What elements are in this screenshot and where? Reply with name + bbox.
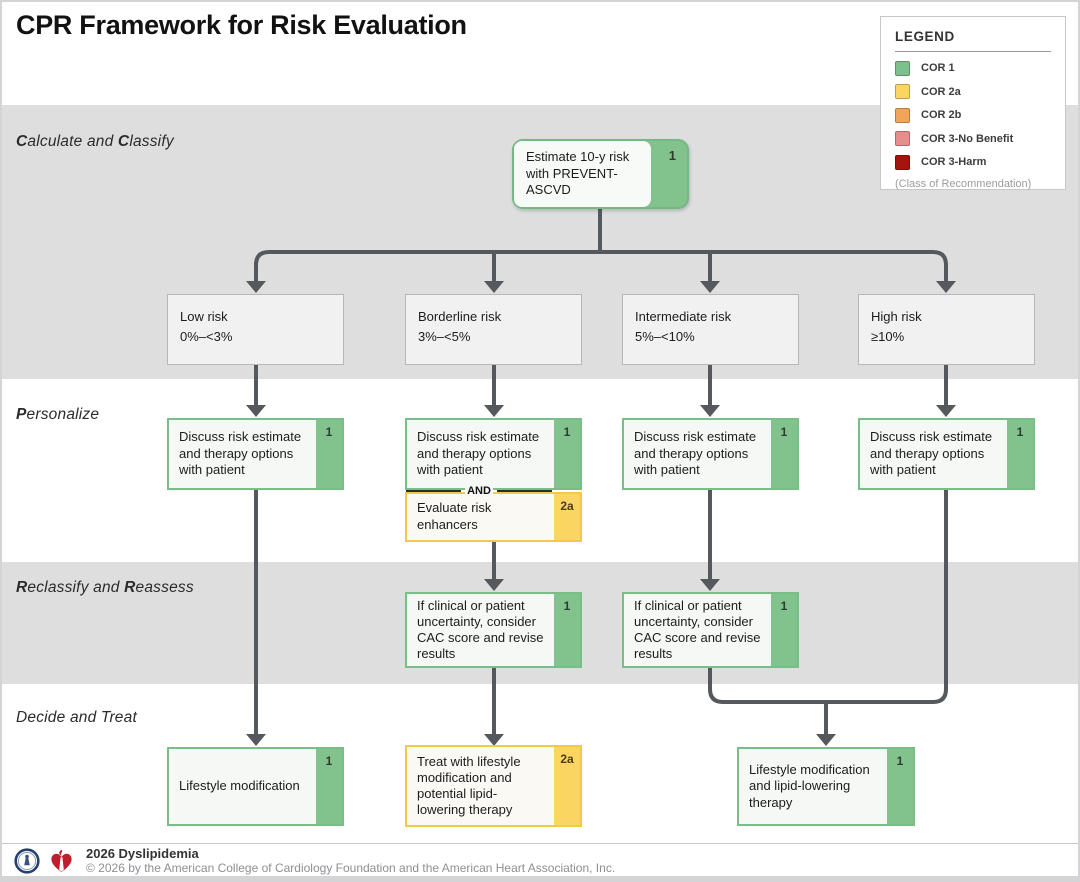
flow-box-discuss-low: Discuss risk estimate and therapy option…	[167, 418, 344, 490]
legend-title: LEGEND	[895, 29, 955, 44]
legend-divider	[895, 51, 1051, 52]
cor-tag: 1	[554, 420, 580, 488]
legend-item-cor2a: COR 2a	[895, 84, 1051, 99]
flow-box-text: Discuss risk estimate and therapy option…	[417, 429, 540, 478]
section-label-bold: R	[124, 579, 136, 596]
section-label-text: lassify	[129, 133, 174, 150]
section-label-bold: R	[16, 579, 28, 596]
section-label-text: alculate and	[27, 133, 118, 150]
legend-panel: LEGEND COR 1 COR 2a COR 2b COR 3-No Bene…	[880, 16, 1066, 190]
section-label-calculate-and-classify: Calculate and Classify	[16, 133, 174, 151]
cor-tag: 1	[554, 594, 580, 666]
footer-copyright: © 2026 by the American College of Cardio…	[86, 860, 616, 875]
flow-box-text: Discuss risk estimate and therapy option…	[179, 429, 302, 478]
risk-title: Borderline risk	[418, 309, 502, 324]
cor-tag: 1	[771, 594, 797, 666]
footer: 2026 Dyslipidemia © 2026 by the American…	[2, 843, 1078, 876]
flow-box-lifestyle-modification: Lifestyle modification 1	[167, 747, 344, 826]
flow-box-low-risk: Low risk 0%–<3%	[167, 294, 344, 365]
cor1-swatch-icon	[895, 60, 910, 76]
legend-item-cor3-harm: COR 3-Harm	[895, 154, 1051, 170]
legend-item-label: COR 3-Harm	[921, 156, 987, 168]
risk-title: High risk	[871, 309, 922, 324]
legend-item-label: COR 3-No Benefit	[921, 132, 1014, 145]
flow-box-text: If clinical or patient uncertainty, cons…	[634, 597, 761, 662]
acc-logo-icon	[14, 848, 40, 874]
cor-tag: 1	[771, 420, 797, 488]
flow-box-discuss-high: Discuss risk estimate and therapy option…	[858, 418, 1035, 490]
flow-box-text: Estimate 10-y risk with PREVENT-ASCVD	[514, 141, 651, 207]
flow-box-discuss-borderline: Discuss risk estimate and therapy option…	[405, 418, 582, 490]
section-label-bold: C	[117, 133, 130, 150]
cor-tag: 1	[316, 420, 342, 488]
risk-title: Low risk	[180, 309, 228, 324]
footer-text: 2026 Dyslipidemia © 2026 by the American…	[86, 845, 616, 876]
and-connector: AND	[406, 484, 552, 497]
cor3-harm-swatch-icon	[895, 154, 910, 170]
footer-program: 2026 Dyslipidemia	[86, 845, 199, 861]
aha-heart-torch-logo-icon	[51, 849, 72, 872]
section-label-text: Decide and Treat	[16, 709, 137, 726]
flow-box-lifestyle-and-lipid-lowering: Lifestyle modification and lipid-lowerin…	[737, 747, 915, 826]
legend-item-label: COR 2a	[921, 85, 961, 98]
flow-box-evaluate-risk-enhancers: Evaluate risk enhancers 2a	[405, 492, 582, 542]
flow-box-estimate-risk: Estimate 10-y risk with PREVENT-ASCVD 1	[512, 139, 689, 209]
flow-box-intermediate-risk: Intermediate risk 5%–<10%	[622, 294, 799, 365]
cor-tag: 1	[887, 749, 913, 824]
flow-box-cac-borderline: If clinical or patient uncertainty, cons…	[405, 592, 582, 668]
flow-box-treat-lifestyle-lipid-lowering: Treat with lifestyle modification and po…	[405, 745, 582, 827]
legend-item-cor2b: COR 2b	[895, 107, 1051, 123]
page-title: CPR Framework for Risk Evaluation	[16, 10, 467, 40]
cor-tag: 2a	[554, 494, 580, 540]
cor-tag: 1	[1007, 420, 1033, 488]
risk-range: ≥10%	[871, 328, 905, 344]
section-label-reclassify-and-reassess: Reclassify and Reassess	[16, 579, 194, 597]
legend-item-cor1: COR 1	[895, 60, 1051, 76]
flow-box-text: Lifestyle modification and lipid-lowerin…	[749, 761, 870, 810]
legend-item-label: COR 2b	[921, 109, 962, 121]
legend-item-cor3-no-benefit: COR 3-No Benefit	[895, 131, 1051, 146]
section-label-personalize: Personalize	[16, 406, 99, 424]
flow-box-cac-intermediate: If clinical or patient uncertainty, cons…	[622, 592, 799, 668]
cor2a-swatch-icon	[895, 84, 910, 99]
cor-tag: 1	[316, 749, 342, 824]
section-label-text: eassess	[135, 579, 194, 596]
flow-box-text: Lifestyle modification	[179, 778, 300, 794]
section-label-text: ersonalize	[26, 406, 100, 423]
risk-range: 3%–<5%	[418, 328, 471, 344]
section-label-decide-and-treat: Decide and Treat	[16, 709, 137, 727]
cor2b-swatch-icon	[895, 107, 910, 123]
flow-box-text: Treat with lifestyle modification and po…	[417, 753, 521, 818]
cor-tag: 1	[668, 148, 676, 163]
risk-range: 5%–<10%	[635, 328, 695, 344]
flow-box-text: Evaluate risk enhancers	[417, 500, 492, 532]
and-label: AND	[465, 484, 493, 497]
flow-box-high-risk: High risk ≥10%	[858, 294, 1035, 365]
cor3-no-benefit-swatch-icon	[895, 131, 910, 146]
legend-note: (Class of Recommendation)	[895, 178, 1032, 190]
flow-box-borderline-risk: Borderline risk 3%–<5%	[405, 294, 582, 365]
flow-box-text: If clinical or patient uncertainty, cons…	[417, 597, 544, 662]
flow-box-text: Discuss risk estimate and therapy option…	[634, 429, 757, 478]
risk-title: Intermediate risk	[635, 309, 732, 324]
and-dash-left	[406, 489, 462, 492]
risk-range: 0%–<3%	[180, 328, 233, 344]
section-label-bold: C	[16, 133, 28, 150]
and-dash-right	[496, 489, 552, 492]
section-label-text: eclassify and	[27, 579, 125, 596]
flow-box-text: Discuss risk estimate and therapy option…	[870, 429, 993, 478]
flow-box-discuss-intermediate: Discuss risk estimate and therapy option…	[622, 418, 799, 490]
footer-logos	[14, 848, 75, 874]
cor-tag: 2a	[554, 747, 580, 825]
section-label-bold: P	[16, 406, 27, 423]
legend-item-label: COR 1	[921, 62, 955, 74]
